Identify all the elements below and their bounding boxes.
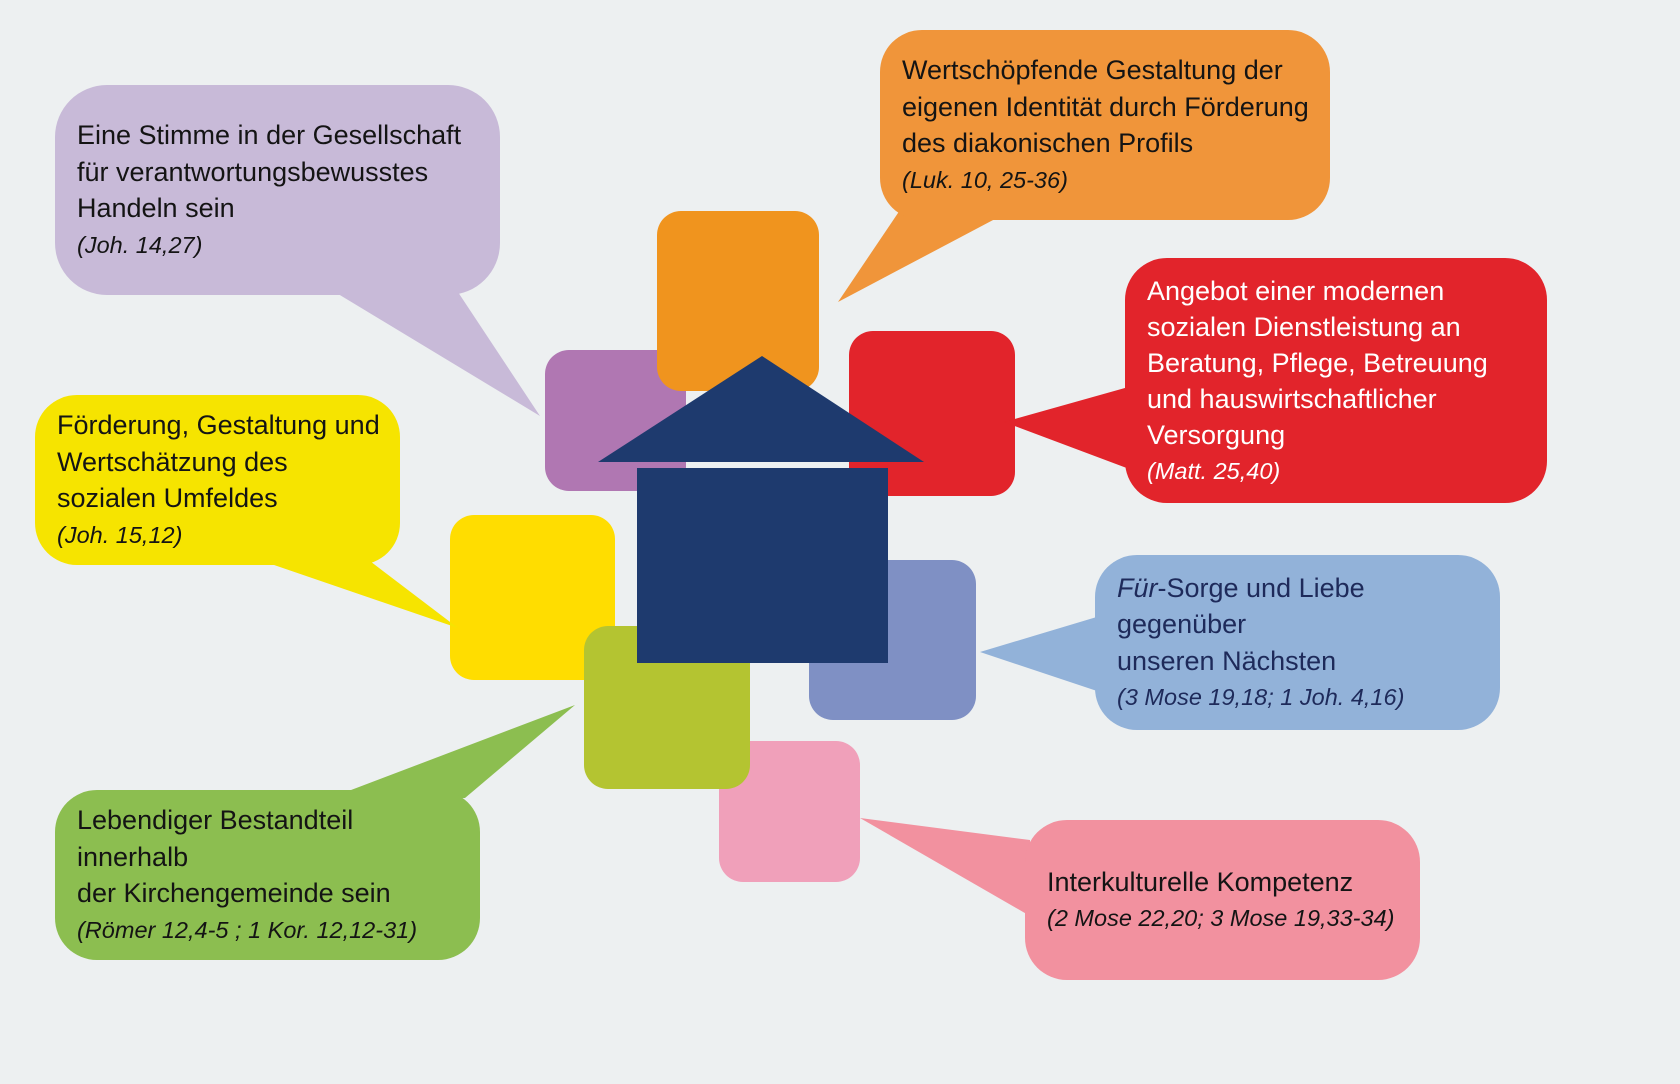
blue-square	[809, 560, 976, 720]
bible-reference: (Joh. 14,27)	[77, 231, 203, 258]
lime-square	[584, 626, 750, 789]
bubble-text-line: Angebot einer modernen	[1147, 275, 1445, 306]
bubble-text-line: Wertschätzung des	[57, 446, 288, 477]
bubble-text-line: sozialen Dienstleistung an	[1147, 311, 1461, 342]
orange-bubble-tail	[838, 210, 1012, 302]
red-square	[849, 331, 1015, 496]
bubble-text-line: Wertschöpfende Gestaltung der	[902, 55, 1283, 85]
bible-reference: (Römer 12,4-5 ; 1 Kor. 12,12-31)	[77, 916, 418, 943]
orange-speech-bubble: Wertschöpfende Gestaltung der eigenen Id…	[880, 30, 1330, 220]
orange-square	[657, 211, 819, 391]
bubble-text-line: und hauswirtschaftlicher	[1147, 383, 1437, 414]
bible-reference: (Joh. 15,12)	[57, 521, 183, 548]
bubble-text-line: Versorgung	[1147, 419, 1286, 450]
bubble-text-line: Interkulturelle Kompetenz	[1047, 866, 1354, 897]
bible-reference: (Matt. 25,40)	[1147, 457, 1281, 484]
pink-speech-bubble: Interkulturelle Kompetenz (2 Mose 22,20;…	[1025, 820, 1420, 980]
bible-reference: (Luk. 10, 25-36)	[902, 166, 1068, 193]
pink-bubble-tail	[860, 818, 1030, 916]
line-rest: -Sorge und Liebe gegenüber	[1117, 572, 1365, 640]
yellow-speech-bubble: Förderung, Gestaltung und Wertschätzung …	[35, 395, 400, 565]
blue-speech-bubble: Für-Sorge und Liebe gegenüber unseren Nä…	[1095, 555, 1500, 730]
bubble-text-line: Beratung, Pflege, Betreuung	[1147, 347, 1488, 378]
green-bubble-tail	[330, 705, 575, 798]
red-speech-bubble: Angebot einer modernen sozialen Dienstle…	[1125, 258, 1547, 503]
bible-reference: (3 Mose 19,18; 1 Joh. 4,16)	[1117, 684, 1405, 710]
italic-lead: Für	[1117, 572, 1158, 603]
bible-reference: (2 Mose 22,20; 3 Mose 19,33-34)	[1047, 905, 1395, 931]
green-speech-bubble: Lebendiger Bestandteil innerhalb der Kir…	[55, 790, 480, 960]
bubble-text-line: Handeln sein	[77, 193, 235, 223]
bubble-text-line: eigenen Identität durch Förderung	[902, 91, 1309, 122]
bubble-text-line: des diakonischen Profils	[902, 128, 1194, 158]
bubble-text-line: Für-Sorge und Liebe gegenüber	[1117, 570, 1484, 643]
bubble-text-line: unseren Nächsten	[1117, 645, 1337, 676]
bubble-text-line: Eine Stimme in der Gesellschaft	[77, 120, 462, 150]
bubble-text-line: der Kirchengemeinde sein	[77, 878, 391, 908]
bubble-text-line: sozialen Umfeldes	[57, 483, 278, 513]
bubble-text-line: Förderung, Gestaltung und	[57, 410, 380, 440]
lavender-speech-bubble: Eine Stimme in der Gesellschaft für vera…	[55, 85, 500, 295]
bubble-text-line: für verantwortungsbewusstes	[77, 156, 429, 187]
red-bubble-tail	[1004, 386, 1132, 470]
blue-bubble-tail	[980, 616, 1100, 692]
bubble-text-line: Lebendiger Bestandteil innerhalb	[77, 805, 354, 872]
yellow-bubble-tail	[245, 555, 458, 628]
